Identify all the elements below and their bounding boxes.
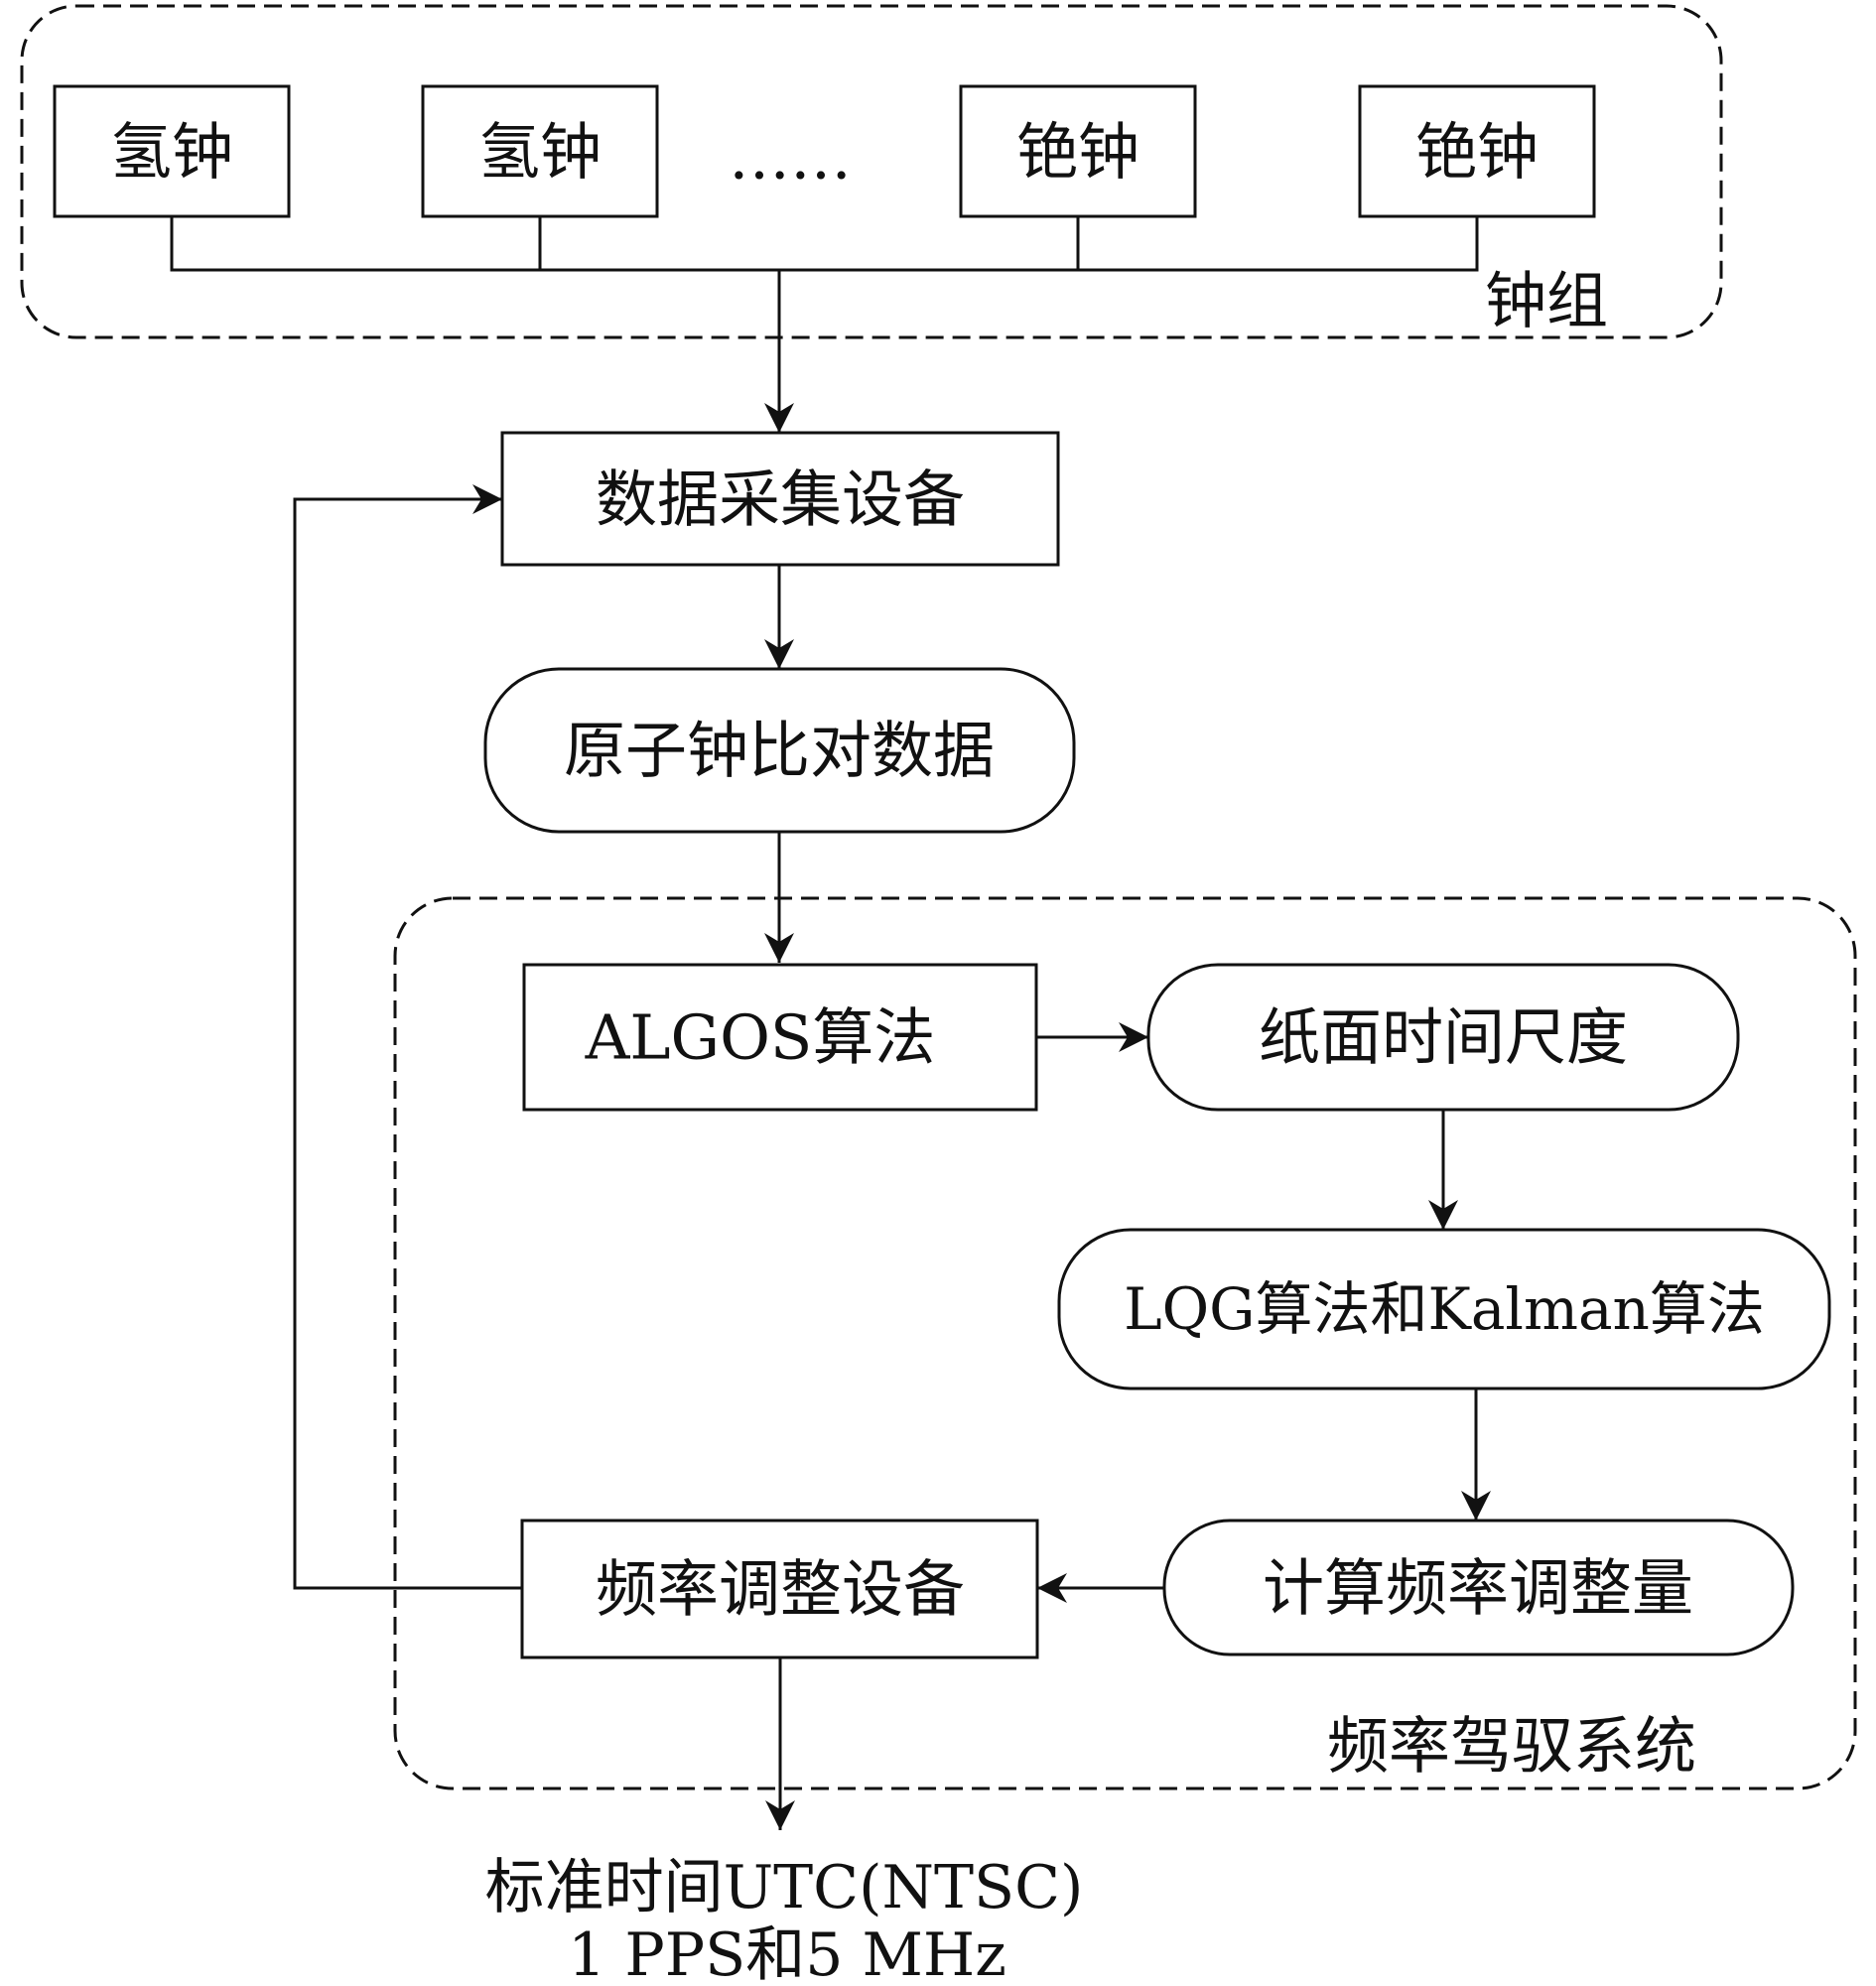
clock-ellipsis: …… (729, 121, 852, 194)
paper-timescale-label: 纸面时间尺度 (1259, 1001, 1628, 1074)
frequency-adjuster-node: 频率调整设备 (520, 1519, 1039, 1659)
output-signal-label: 1 PPS和5 MHz (568, 1920, 1006, 1986)
clock-bus-right (779, 216, 1479, 272)
arrow-feedback-to-acquisition (293, 484, 522, 1590)
clock-comparison-label: 原子钟比对数据 (564, 715, 995, 787)
clock-cesium-2-label: 铯钟 (1415, 116, 1539, 189)
frequency-adjuster-label: 频率调整设备 (596, 1553, 965, 1626)
clock-group-frame (20, 4, 1723, 339)
clock-hydrogen-2-label: 氢钟 (478, 116, 602, 189)
clock-group-label: 钟组 (1485, 265, 1608, 337)
steering-system-label: 频率驾驭系统 (1327, 1710, 1696, 1783)
algos-node: ALGOS算法 (522, 963, 1038, 1112)
clock-cesium-2: 铯钟 (1358, 84, 1596, 218)
clock-cesium-1: 铯钟 (959, 84, 1197, 218)
output-utc-label: 标准时间UTC(NTSC) (485, 1853, 1084, 1922)
lqg-kalman-node: LQG算法和Kalman算法 (1057, 1228, 1831, 1390)
lqg-kalman-label: LQG算法和Kalman算法 (1124, 1275, 1765, 1343)
data-acquisition-node: 数据采集设备 (500, 431, 1060, 567)
clock-comparison-node: 原子钟比对数据 (483, 667, 1076, 834)
compute-adjustment-label: 计算频率调整量 (1263, 1552, 1693, 1625)
clock-bus-left (170, 216, 1080, 272)
algos-label: ALGOS算法 (585, 1001, 936, 1074)
compute-adjustment-node: 计算频率调整量 (1162, 1519, 1795, 1656)
clock-hydrogen-1-label: 氢钟 (110, 116, 233, 189)
clock-hydrogen-1: 氢钟 (53, 84, 291, 218)
clock-cesium-1-label: 铯钟 (1016, 116, 1139, 189)
steering-system-frame (393, 896, 1857, 1790)
paper-timescale-node: 纸面时间尺度 (1146, 963, 1740, 1112)
clock-hydrogen-2: 氢钟 (421, 84, 659, 218)
data-acquisition-label: 数据采集设备 (596, 463, 965, 536)
